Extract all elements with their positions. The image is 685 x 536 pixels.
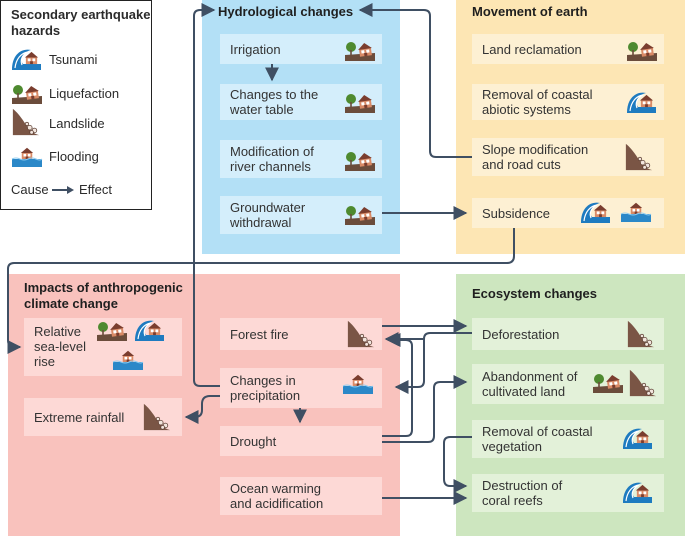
legend: Secondary earthquake hazards Tsunami Liq…: [0, 0, 152, 210]
irrigation-label: Irrigation: [230, 41, 281, 57]
arrow-drought-to-abandonment: [382, 375, 468, 443]
land-reclamation-label: Land reclamation: [482, 41, 582, 57]
hydrological-panel-title: Hydrological changes: [218, 4, 354, 19]
ocean-warming-label: Ocean warming and acidification: [230, 481, 324, 511]
slope-modification-label: Slope modification and road cuts: [482, 142, 589, 172]
arrow-precipitation-to-hydrological: [193, 3, 220, 387]
coral-reefs-label: Destruction of coral reefs: [482, 478, 563, 508]
arrow-subsidence-to-sea-level: [7, 228, 515, 354]
legend-item-liquefaction: Liquefaction: [49, 86, 120, 101]
arrow-coastal-vegetation-to-coral: [443, 436, 472, 493]
legend-title: Secondary earthquake hazards: [11, 7, 151, 38]
water-table-label: Changes to the water table: [230, 87, 319, 117]
groundwater-box: Groundwater withdrawal: [220, 196, 382, 234]
coastal-abiotic-label: Removal of coastal abiotic systems: [482, 87, 593, 117]
legend-item-flooding: Flooding: [49, 149, 99, 164]
legend-item-landslide: Landslide: [49, 116, 105, 131]
deforestation-label: Deforestation: [482, 326, 560, 342]
climate-panel-title: Impacts of anthropogenic climate change: [24, 280, 183, 311]
precipitation-label: Changes in precipitation: [230, 373, 301, 403]
sea-level-rise-label: Relative sea-level rise: [34, 324, 87, 369]
ocean-warming-box: Ocean warming and acidification: [220, 477, 382, 515]
drought-box: Drought: [220, 426, 382, 456]
river-channels-label: Modification of river channels: [230, 144, 314, 174]
forest-fire-label: Forest fire: [230, 326, 289, 342]
groundwater-label: Groundwater withdrawal: [230, 200, 306, 230]
arrow-deforestation-to-forest-fire: [394, 332, 472, 394]
legend-cause-effect-arrow: [52, 186, 74, 194]
subsidence-label: Subsidence: [482, 205, 550, 221]
ecosystem-panel-title: Ecosystem changes: [472, 286, 598, 301]
coastal-vegetation-label: Removal of coastal vegetation: [482, 424, 593, 454]
legend-item-tsunami: Tsunami: [49, 52, 98, 67]
earth-panel-title: Movement of earth: [472, 4, 588, 19]
legend-effect-label: Effect: [79, 182, 113, 197]
abandonment-box: Abandonment of cultivated land: [472, 364, 664, 404]
abandonment-label: Abandonment of cultivated land: [482, 369, 578, 399]
legend-cause-label: Cause: [11, 182, 49, 197]
arrow-drought-to-forest-fire: [382, 333, 413, 437]
drought-label: Drought: [230, 433, 277, 449]
extreme-rainfall-label: Extreme rainfall: [34, 409, 125, 425]
arrow-precipitation-to-rainfall: [184, 395, 220, 424]
arrow-slope-to-hydrological: [358, 3, 472, 158]
